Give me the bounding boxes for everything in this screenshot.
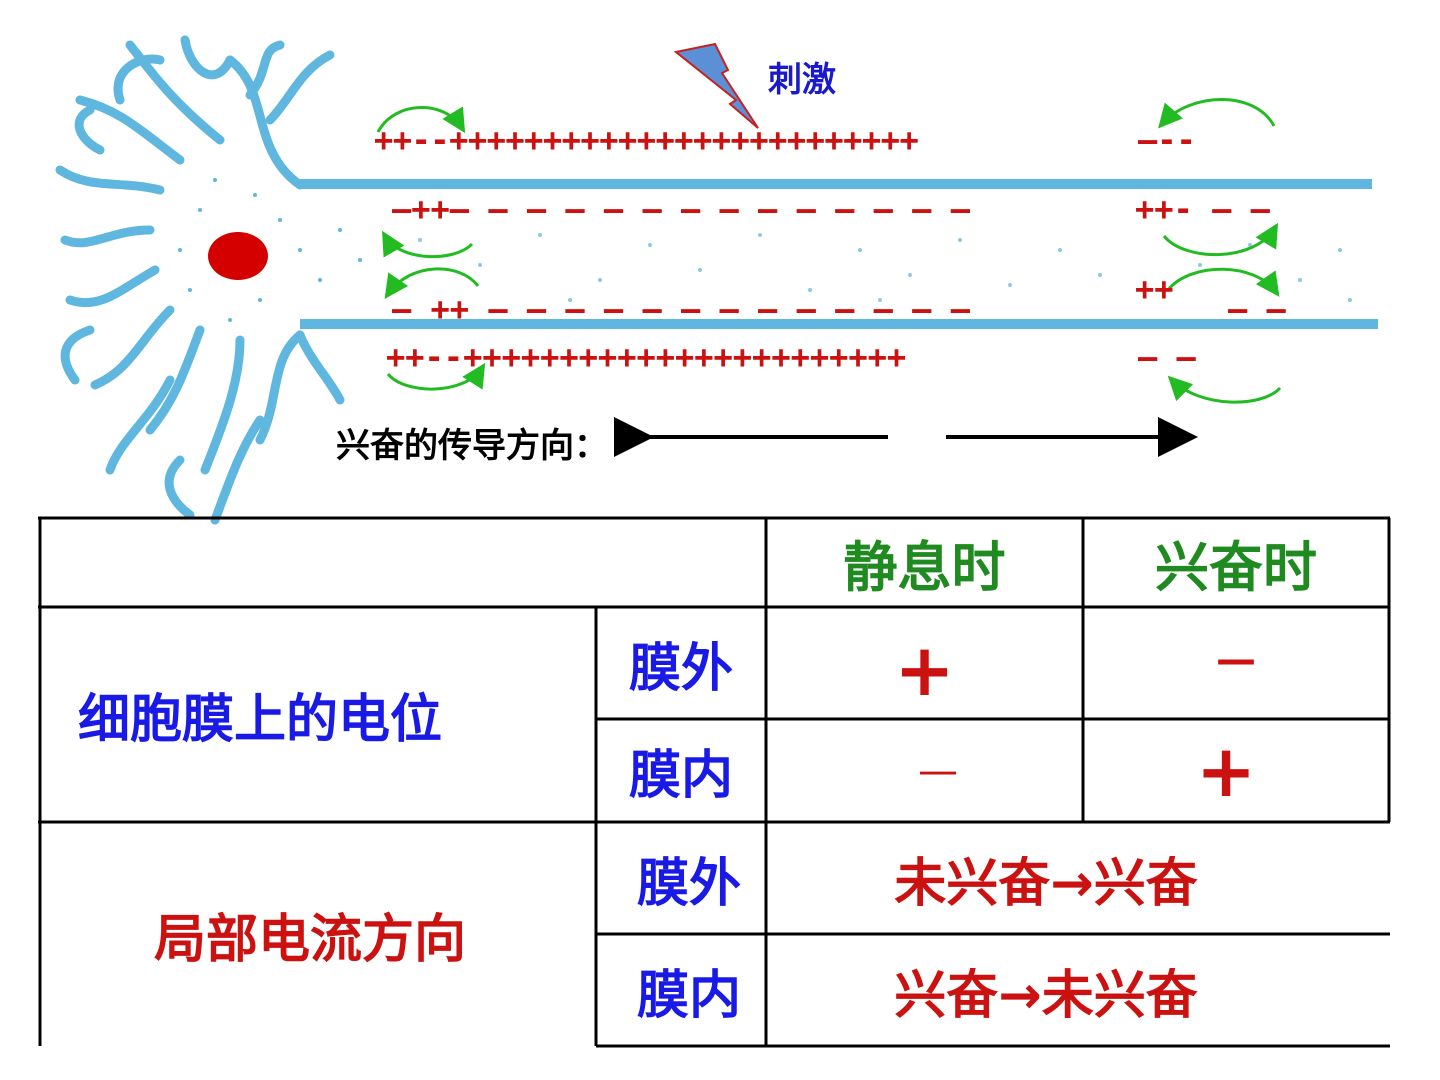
conduction-direction-label: 兴奋的传导方向： [336, 426, 608, 466]
row-label-potential: 细胞膜上的电位 [77, 690, 442, 750]
lightning-icon [673, 42, 759, 129]
header-rest: 静息时 [843, 536, 1006, 599]
inside-excited-value: + [1195, 728, 1257, 813]
outside-label-current: 膜外 [636, 853, 741, 914]
inside-label-potential: 膜内 [628, 746, 733, 806]
row-label-current: 局部电流方向 [153, 909, 466, 970]
inner-bottom-charges-left: — ++ — — — — — — — — — — — — — [392, 290, 970, 328]
outer-top-charges-right: —-- [1138, 121, 1196, 159]
outer-bottom-charges-right: — — [1138, 338, 1196, 376]
header-excited: 兴奋时 [1155, 536, 1317, 599]
inner-bottom-charges-right-a: ++ [1135, 270, 1174, 308]
inner-top-charges-right: ++- — — [1135, 190, 1270, 228]
cytoplasm-dots [178, 178, 362, 322]
outside-excited-value: — [1216, 637, 1256, 683]
nucleus [208, 232, 268, 280]
current-outside-value: 未兴奋→兴奋 [894, 853, 1198, 914]
inner-bottom-charges-right-b: — — [1228, 290, 1286, 328]
axoplasm-dots [418, 233, 1352, 302]
axon-lower-membrane [300, 319, 1378, 329]
outside-rest-value: + [894, 627, 955, 712]
table-grid [38, 516, 1391, 1048]
outside-label-potential: 膜外 [628, 638, 733, 699]
outer-top-charges-left: ++--+++++++++++++++++++++++++ [374, 121, 919, 159]
current-inside-value: 兴奋→未兴奋 [894, 965, 1198, 1026]
outer-bottom-charges-left: ++--+++++++++++++++++++++++ [386, 338, 907, 376]
stimulus-label: 刺激 [768, 60, 836, 100]
inside-label-current: 膜内 [636, 965, 741, 1026]
inner-top-charges-left: —++— — — — — — — — — — — — — — [392, 190, 970, 228]
inside-rest-value: — [918, 747, 958, 794]
cell-body [55, 35, 345, 525]
local-current-arrows [376, 98, 1282, 404]
axon-upper-membrane [300, 179, 1372, 189]
